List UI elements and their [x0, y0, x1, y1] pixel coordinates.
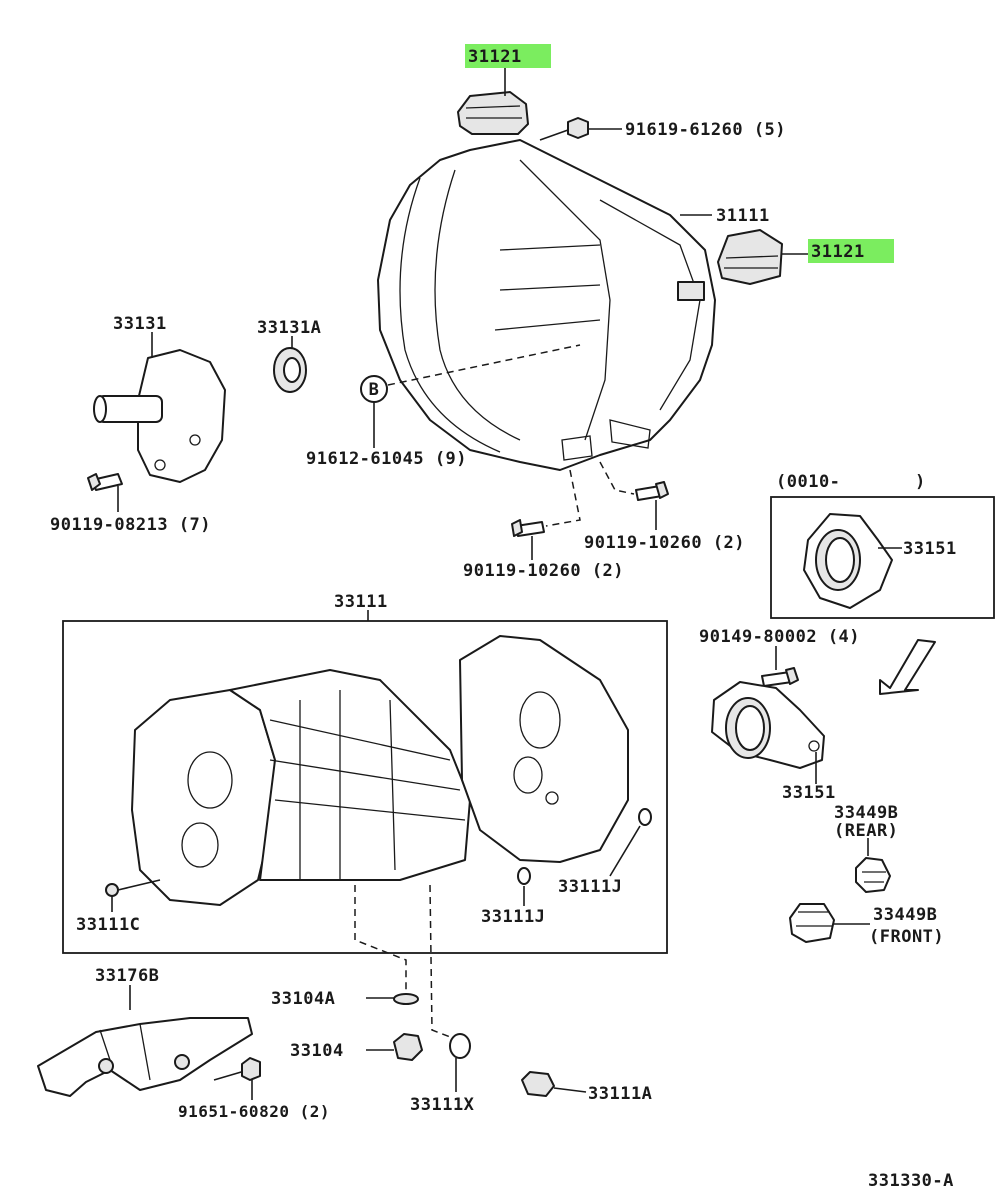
part-90119-10260-bolt-b[interactable]: [635, 481, 669, 501]
label-90119-10260-a[interactable]: 90119-10260 (2): [584, 533, 745, 553]
part-90119-08213-bolt[interactable]: [87, 473, 123, 491]
highlight-31121-right: [808, 239, 894, 263]
part-33176B-bracket[interactable]: [37, 1017, 253, 1097]
part-33111A-plug[interactable]: [521, 1071, 555, 1097]
part-31121-top-boot[interactable]: [457, 91, 529, 135]
label-33131[interactable]: 33131: [113, 314, 167, 334]
label-90149-80002[interactable]: 90149-80002 (4): [699, 627, 860, 647]
part-90149-80002-bolt[interactable]: [761, 667, 799, 687]
part-31121-right-boot[interactable]: [717, 229, 783, 285]
part-33151-extension-retainer[interactable]: [711, 681, 825, 769]
serial-range-box: [770, 496, 995, 619]
label-33131A[interactable]: 33131A: [257, 318, 321, 338]
part-91651-60820-bolt[interactable]: [241, 1057, 261, 1081]
part-33131A-oil-seal[interactable]: [273, 347, 307, 393]
label-front: (FRONT): [869, 927, 944, 947]
part-33151-in-box[interactable]: [803, 513, 893, 609]
label-31111[interactable]: 31111: [716, 206, 770, 226]
part-91619-61260-bolt[interactable]: [567, 117, 589, 139]
part-33449B-front-bushing[interactable]: [789, 903, 835, 943]
label-33111-assembly[interactable]: 33111: [334, 592, 388, 612]
label-33111C[interactable]: 33111C: [76, 915, 140, 935]
label-33176B[interactable]: 33176B: [95, 966, 159, 986]
part-33111C-plug[interactable]: [105, 883, 119, 897]
label-33151[interactable]: 33151: [782, 783, 836, 803]
highlight-31121-top: [465, 44, 551, 68]
part-33104-nut[interactable]: [393, 1033, 423, 1061]
label-serial-range-end: ): [915, 472, 926, 492]
label-90119-10260-b[interactable]: 90119-10260 (2): [463, 561, 624, 581]
label-31121-right[interactable]: 31121: [811, 242, 865, 262]
part-33111J-pin-right[interactable]: [638, 808, 652, 826]
callout-B: B: [360, 375, 388, 403]
part-31111-clutch-housing[interactable]: [377, 139, 716, 471]
label-91619-61260[interactable]: 91619-61260 (5): [625, 120, 786, 140]
part-33131-bearing-retainer[interactable]: [93, 349, 226, 483]
label-91651-60820[interactable]: 91651-60820 (2): [178, 1102, 330, 1121]
label-33104[interactable]: 33104: [290, 1041, 344, 1061]
label-rear: (REAR): [834, 821, 898, 841]
label-91612-61045[interactable]: 91612-61045 (9): [306, 449, 467, 469]
label-90119-08213[interactable]: 90119-08213 (7): [50, 515, 211, 535]
label-33104A[interactable]: 33104A: [271, 989, 335, 1009]
svg-text:B: B: [369, 380, 380, 400]
figure-id: 331330-A: [868, 1171, 954, 1191]
part-33111-transmission-case[interactable]: [131, 635, 629, 906]
label-31121-top[interactable]: 31121: [468, 47, 522, 67]
label-33111J-left[interactable]: 33111J: [481, 907, 545, 927]
label-33111J-right[interactable]: 33111J: [558, 877, 622, 897]
case-assembly-box: [62, 620, 668, 954]
label-serial-range-start: (0010-: [776, 472, 840, 492]
label-33111X[interactable]: 33111X: [410, 1095, 475, 1115]
part-90119-10260-bolt-a[interactable]: [511, 519, 545, 537]
part-33104A-washer[interactable]: [393, 993, 419, 1005]
part-33449B-rear-bushing[interactable]: [855, 857, 891, 893]
label-33449B-rear[interactable]: 33449B: [834, 803, 898, 823]
label-33449B-front[interactable]: 33449B: [873, 905, 937, 925]
label-33151-box[interactable]: 33151: [903, 539, 957, 559]
direction-arrow: [879, 639, 936, 695]
label-33111A[interactable]: 33111A: [588, 1084, 652, 1104]
part-33111X-ring[interactable]: [449, 1033, 471, 1059]
part-33111J-pin-left[interactable]: [517, 867, 531, 885]
